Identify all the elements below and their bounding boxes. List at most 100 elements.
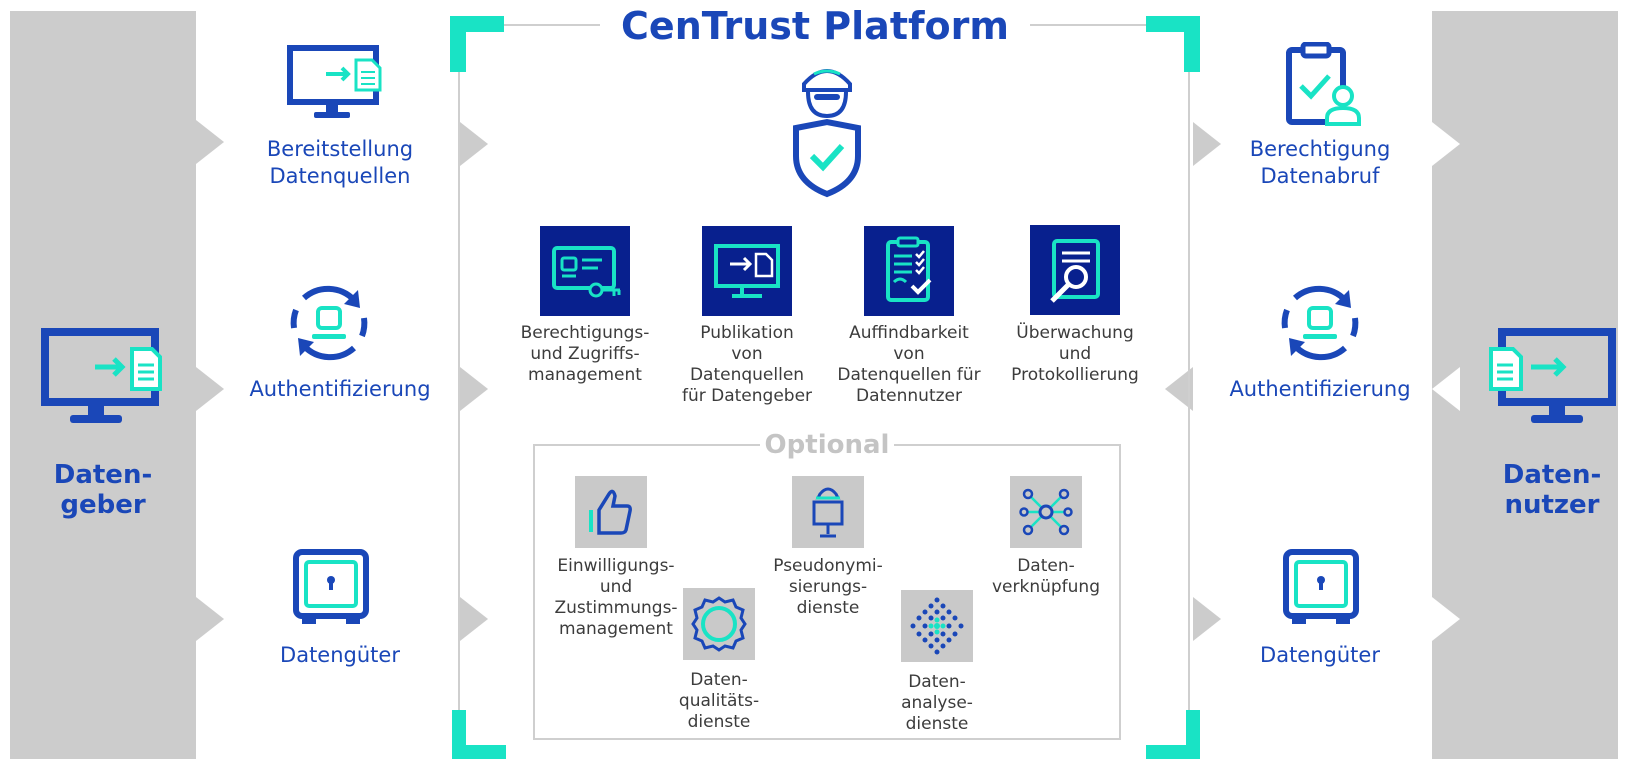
feature-bereitstellung-label: Bereitstellung Datenquellen xyxy=(230,136,450,190)
chevron-right-icon xyxy=(1432,597,1460,641)
service-label-line: Daten- xyxy=(1017,556,1075,576)
data-linking-tile xyxy=(1010,476,1082,548)
optional-service-label: Pseudonymi- sierungs- dienste xyxy=(762,556,894,619)
pseudonymization-tile xyxy=(792,476,864,548)
frame-corner-bottom-left xyxy=(452,710,506,759)
service-label-line: Einwilligungs- xyxy=(557,556,675,576)
service-label-line: Berechtigungs- xyxy=(520,323,650,343)
service-label-line: verknüpfung xyxy=(991,577,1101,597)
service-label-line: Publikation xyxy=(700,323,794,343)
frame-corner-top-right xyxy=(1146,16,1200,72)
core-service-label: Überwachung und Protokollierung xyxy=(995,323,1155,386)
chevron-right-icon xyxy=(1193,597,1221,641)
optional-service-label: Einwilligungs- und Zustimmungs- manageme… xyxy=(546,556,686,640)
data-pattern-icon xyxy=(910,597,964,655)
chevron-right-icon xyxy=(460,597,488,641)
service-label-line: Auffindbarkeit xyxy=(849,323,969,343)
feature-berechtigung-label: Berechtigung Datenabruf xyxy=(1210,136,1430,190)
safe-icon xyxy=(290,548,372,630)
network-nodes-icon xyxy=(1019,488,1073,536)
service-label-line: und Zugriffs- xyxy=(530,344,640,364)
feature-label-line: Authentifizierung xyxy=(249,377,431,401)
chevron-right-icon xyxy=(1432,122,1460,166)
service-label-line: Protokollierung xyxy=(1011,365,1139,385)
monitor-send-icon xyxy=(286,44,390,126)
feature-label-line: Datengüter xyxy=(280,643,400,667)
left-party-line1: Daten- xyxy=(53,460,153,490)
service-label-line: dienste xyxy=(687,712,751,732)
right-party-line2: nutzer xyxy=(1504,490,1600,520)
feature-datengueter-label: Datengüter xyxy=(230,642,450,669)
optional-service-label: Daten- verknüpfung xyxy=(980,556,1112,598)
authentication-cycle-icon xyxy=(284,278,374,368)
feature-authentifizierung-label: Authentifizierung xyxy=(1205,376,1435,403)
thumbs-up-icon xyxy=(589,489,632,535)
service-label-line: management xyxy=(528,365,642,385)
left-party-line2: geber xyxy=(60,490,146,520)
service-label-line: Datennutzer xyxy=(856,386,962,406)
chevron-left-icon xyxy=(1432,367,1460,411)
service-label-line: für Datengeber xyxy=(681,386,813,406)
service-label-line: von xyxy=(893,344,925,364)
chevron-right-icon xyxy=(460,122,488,166)
frame-corner-bottom-right xyxy=(1146,710,1200,759)
service-label-line: und xyxy=(1058,344,1092,364)
right-sidebar xyxy=(1432,11,1618,759)
frame-corner-top-left xyxy=(450,16,504,72)
core-service-label: Publikation von Datenquellen für Datenge… xyxy=(667,323,827,407)
chevron-right-icon xyxy=(1193,122,1221,166)
service-label-line: Daten- xyxy=(690,670,748,690)
chevron-right-icon xyxy=(196,367,224,411)
service-label-line: qualitäts- xyxy=(678,691,760,711)
feature-label-line: Bereitstellung xyxy=(266,137,414,161)
data-quality-tile xyxy=(683,588,755,660)
feature-label-line: Datenabruf xyxy=(1260,164,1380,188)
core-service-label: Berechtigungs- und Zugriffs- management xyxy=(505,323,665,386)
service-label-line: management xyxy=(559,619,673,639)
service-label-line: Pseudonymi- xyxy=(773,556,883,576)
chevron-left-icon xyxy=(1165,367,1193,411)
chevron-right-icon xyxy=(460,367,488,411)
monitor-receive-icon xyxy=(1487,327,1617,427)
optional-label: Optional xyxy=(760,430,894,460)
access-management-tile xyxy=(540,226,630,316)
data-analysis-tile xyxy=(901,590,973,662)
publication-tile xyxy=(702,226,792,316)
feature-authentifizierung-label: Authentifizierung xyxy=(225,376,455,403)
feature-label-line: Berechtigung xyxy=(1249,137,1391,161)
platform-title: CenTrust Platform xyxy=(600,2,1030,50)
service-label-line: Daten- xyxy=(908,672,966,692)
right-party-title: Daten- nutzer xyxy=(1459,460,1628,520)
service-label-line: Zustimmungs- xyxy=(554,598,678,618)
feature-label-line: Authentifizierung xyxy=(1229,377,1411,401)
monitor-send-icon xyxy=(40,327,170,427)
clipboard-checklist-icon xyxy=(886,236,932,302)
id-card-key-icon xyxy=(552,246,621,298)
guard-shield-icon xyxy=(790,58,864,198)
service-label-line: sierungs- xyxy=(788,577,868,597)
clipboard-approval-icon xyxy=(1283,42,1365,128)
chevron-right-icon xyxy=(196,120,224,164)
service-label-line: Datenquellen xyxy=(689,365,805,385)
right-party-line1: Daten- xyxy=(1502,460,1602,490)
service-label-line: analyse- xyxy=(901,693,973,713)
service-label-line: und xyxy=(599,577,633,597)
safe-icon xyxy=(1280,548,1362,630)
discoverability-tile xyxy=(864,226,954,316)
service-label-line: dienste xyxy=(905,714,969,734)
service-label-line: dienste xyxy=(796,598,860,618)
feature-datengueter-label: Datengüter xyxy=(1210,642,1430,669)
authentication-cycle-icon xyxy=(1275,278,1365,368)
core-service-label: Auffindbarkeit von Datenquellen für Date… xyxy=(828,323,990,407)
document-magnifier-icon xyxy=(1050,239,1100,303)
monitoring-tile xyxy=(1030,225,1120,315)
consent-tile xyxy=(575,476,647,548)
chevron-right-icon xyxy=(196,597,224,641)
optional-service-label: Daten- analyse- dienste xyxy=(874,672,1000,735)
feature-label-line: Datenquellen xyxy=(269,164,411,188)
monitor-send-icon xyxy=(714,244,780,298)
service-label-line: von xyxy=(731,344,763,364)
service-label-line: Datenquellen für xyxy=(837,365,981,385)
left-party-title: Daten- geber xyxy=(10,460,196,520)
anonymous-user-monitor-icon xyxy=(812,487,844,538)
